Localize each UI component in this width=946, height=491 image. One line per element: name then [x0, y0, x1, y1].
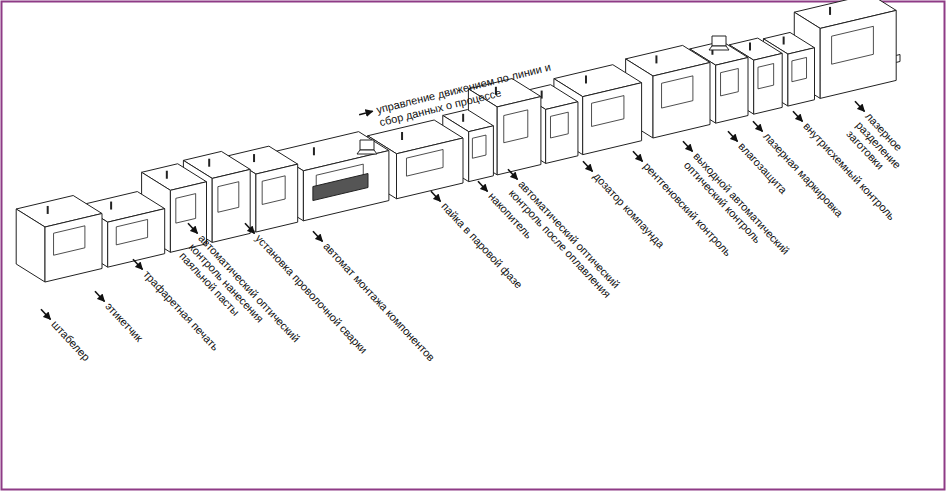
machine-face: [546, 102, 578, 164]
laptop: [709, 46, 729, 50]
machine-window: [592, 96, 624, 127]
pointer-arrow: [133, 259, 143, 269]
machine-face: [716, 58, 748, 124]
signal-tower: [655, 55, 657, 63]
laptop: [357, 150, 377, 154]
machine-window: [176, 194, 196, 224]
station-label: выходной автоматический оптический контр…: [681, 150, 795, 270]
machine-face: [820, 10, 896, 98]
pointer-arrow: [359, 111, 373, 114]
machine-window: [662, 76, 693, 108]
signal-tower: [401, 132, 403, 140]
pointer-arrow: [313, 231, 323, 241]
laptop: [360, 140, 374, 150]
pointer-arrow: [583, 161, 593, 171]
machine-face: [788, 48, 815, 106]
laptop: [712, 36, 726, 46]
pointer-arrow: [508, 169, 518, 179]
machine-window: [504, 110, 528, 143]
signal-tower: [110, 202, 112, 210]
pointer-arrow: [41, 309, 51, 319]
station-label: этикетчик: [102, 300, 145, 345]
machine-face: [256, 164, 298, 232]
machine-face: [212, 169, 250, 242]
machine-window: [54, 226, 85, 255]
machine-face: [16, 209, 45, 282]
signal-tower: [313, 147, 315, 155]
signal-tower: [585, 75, 587, 83]
pointer-arrow: [855, 101, 865, 111]
machine-face: [45, 214, 102, 283]
signal-tower: [783, 37, 785, 45]
feeder-band: [313, 174, 368, 201]
machine-face: [397, 138, 464, 199]
signal-tower: [462, 114, 464, 122]
pointer-arrow: [633, 151, 643, 161]
pointer-arrow: [95, 291, 105, 301]
machine-face: [653, 63, 710, 139]
machine-face: [583, 83, 642, 155]
pointer-arrow: [188, 223, 198, 233]
pointer-arrow: [683, 141, 693, 151]
machine-window: [262, 176, 285, 205]
machine-window: [116, 219, 147, 244]
machine-face: [497, 97, 541, 175]
pointer-arrow: [753, 121, 763, 131]
pointer-arrow: [728, 131, 738, 141]
signal-tower: [749, 42, 751, 50]
machine-window: [406, 149, 443, 176]
machine-window: [721, 68, 739, 95]
station-label: автомат монтажа компонентов: [320, 240, 437, 364]
pointer-arrow: [245, 223, 255, 233]
machine-window: [832, 26, 874, 64]
pointer-arrow: [793, 111, 803, 121]
signal-tower: [208, 159, 210, 167]
machine-window: [792, 57, 807, 81]
machine-face: [303, 151, 389, 221]
machine-window: [472, 135, 486, 158]
machine-face: [108, 209, 165, 268]
pointer-arrow: [431, 191, 441, 201]
signal-tower: [253, 154, 255, 162]
machine-face: [754, 53, 783, 114]
station-label: штабелер: [48, 318, 92, 364]
machine: [16, 196, 102, 283]
signal-tower: [47, 206, 49, 214]
pointer-arrow: [478, 181, 488, 191]
machine-window: [218, 182, 239, 213]
machine-window: [550, 112, 568, 138]
signal-tower: [166, 171, 168, 179]
machine-window: [758, 64, 774, 89]
machine-face: [469, 126, 494, 182]
signal-tower: [829, 7, 831, 15]
station-label: автоматический оптический контроль нанес…: [176, 232, 307, 368]
